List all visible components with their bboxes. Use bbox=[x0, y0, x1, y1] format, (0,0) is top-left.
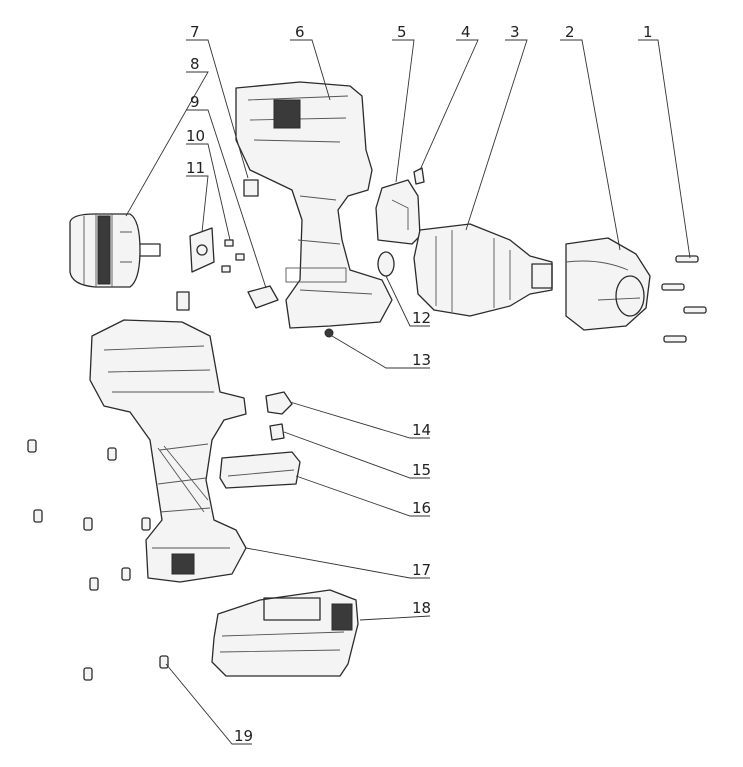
part-19-screws bbox=[27, 439, 169, 681]
part-12-ring bbox=[377, 251, 395, 277]
callout-8: 8 bbox=[190, 55, 200, 73]
callout-6: 6 bbox=[295, 23, 305, 41]
callout-18: 18 bbox=[412, 599, 431, 617]
callout-5: 5 bbox=[397, 23, 407, 41]
callout-4: 4 bbox=[461, 23, 471, 41]
part-9-switch-piece bbox=[247, 285, 279, 309]
part-7-block bbox=[243, 179, 259, 197]
callout-3: 3 bbox=[510, 23, 520, 41]
leader-lines bbox=[125, 39, 691, 745]
callout-7: 7 bbox=[190, 23, 200, 41]
part-small-block bbox=[176, 291, 190, 311]
part-18-battery bbox=[211, 589, 359, 677]
part-5-gear-block bbox=[375, 179, 421, 245]
part-8-motor bbox=[69, 213, 161, 288]
part-11-plate bbox=[189, 227, 215, 273]
callout-15: 15 bbox=[412, 461, 431, 479]
callout-10: 10 bbox=[186, 127, 205, 145]
callout-19: 19 bbox=[234, 727, 253, 745]
callout-12: 12 bbox=[412, 309, 431, 327]
callout-16: 16 bbox=[412, 499, 431, 517]
callout-14: 14 bbox=[412, 421, 431, 439]
callout-9: 9 bbox=[190, 93, 200, 111]
callout-17: 17 bbox=[412, 561, 431, 579]
part-10-screws bbox=[221, 239, 245, 273]
part-6-housing-half bbox=[235, 81, 393, 329]
part-16-cover bbox=[219, 451, 301, 489]
callout-13: 13 bbox=[412, 351, 431, 369]
callout-2: 2 bbox=[565, 23, 575, 41]
callout-11: 11 bbox=[186, 159, 205, 177]
callout-1: 1 bbox=[643, 23, 653, 41]
part-14-switch bbox=[265, 391, 293, 415]
part-4-pin bbox=[413, 167, 425, 185]
part-2-nose-cover bbox=[565, 237, 651, 331]
callout-labels: 1 2 3 4 5 6 7 8 9 10 11 12 13 14 15 16 1… bbox=[186, 23, 653, 745]
part-1-screws bbox=[661, 255, 707, 343]
part-15-button bbox=[269, 423, 285, 441]
part-3-gearbox bbox=[413, 223, 553, 317]
part-13-screw bbox=[324, 328, 334, 338]
part-17-housing-half bbox=[89, 319, 247, 583]
